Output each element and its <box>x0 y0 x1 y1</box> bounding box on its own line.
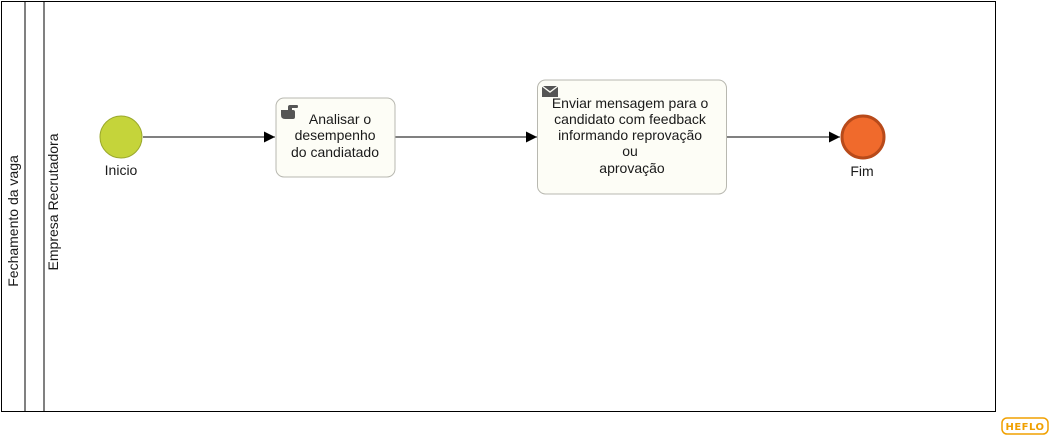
pool-label: Fechamento da vaga <box>5 155 21 287</box>
heflo-logo: HEFLO <box>1001 417 1049 435</box>
end-event-label: Fim <box>850 163 873 179</box>
hand-pointing-icon <box>281 105 298 119</box>
task-enviar-label: Enviar mensagem para o candidato com fee… <box>552 95 712 176</box>
task-analisar-desempenho[interactable]: Analisar o desempenho do candiatado <box>275 97 396 178</box>
task-analisar-label: Analisar o desempenho do candiatado <box>291 111 379 160</box>
task-enviar-line: candidato com feedback <box>554 111 707 127</box>
start-event[interactable] <box>99 115 143 159</box>
task-enviar-line: Enviar mensagem para o <box>552 95 709 111</box>
task-analisar-line: Analisar o <box>309 111 371 127</box>
task-analisar-line: desempenho <box>295 127 376 143</box>
task-analisar-line: do candiatado <box>291 144 379 160</box>
task-enviar-line: ou <box>622 143 638 159</box>
task-enviar-mensagem[interactable]: Enviar mensagem para o candidato com fee… <box>537 79 727 195</box>
task-enviar-line: informando reprovação <box>558 127 702 143</box>
lane[interactable] <box>43 1 996 412</box>
end-event[interactable] <box>840 114 886 160</box>
heflo-logo-text: HEFLO <box>1005 422 1044 433</box>
task-enviar-line: aprovação <box>599 160 665 176</box>
envelope-icon <box>541 85 559 97</box>
start-event-label: Inicio <box>105 162 138 178</box>
lane-label: Empresa Recrutadora <box>45 133 61 270</box>
